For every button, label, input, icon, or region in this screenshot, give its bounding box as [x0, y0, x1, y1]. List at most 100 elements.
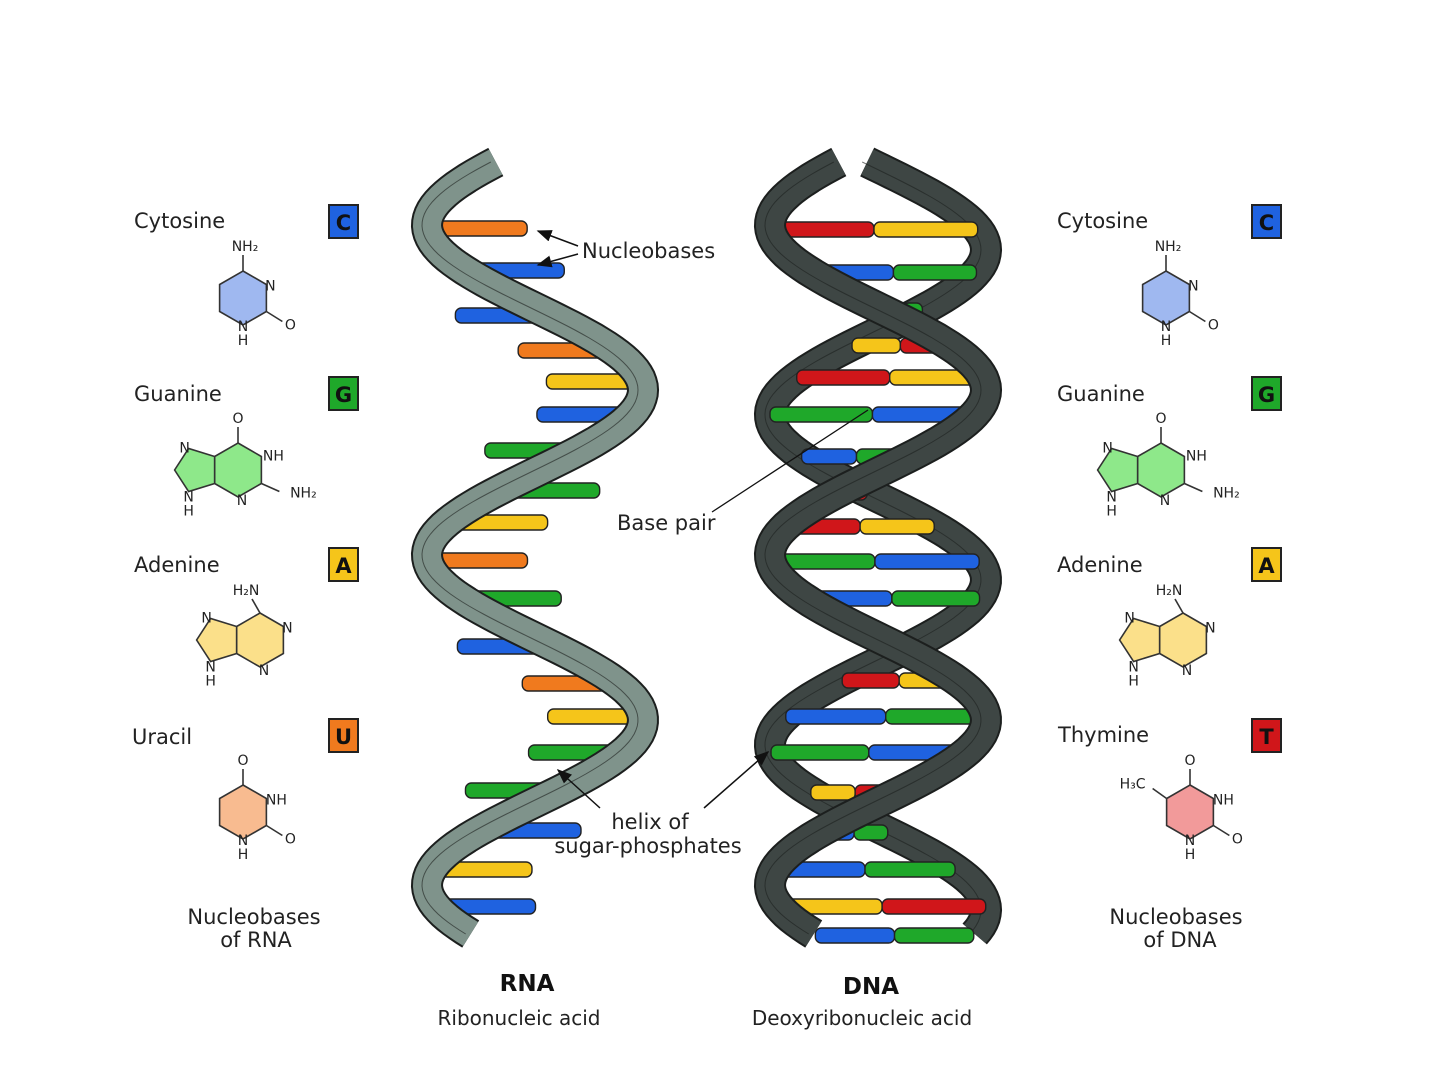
dna-thymine-n1: N: [1185, 833, 1195, 849]
dna-adenine-n7: N: [1124, 611, 1134, 627]
bond: [1184, 482, 1203, 493]
bond: [261, 482, 280, 493]
dna-adenine-box: [1251, 547, 1282, 582]
base-pair-annotation: Base pair: [617, 511, 716, 535]
dna-base-name-adenine: Adenine: [1057, 553, 1143, 577]
dna-base-C: [814, 927, 896, 944]
rna-base-name-adenine: Adenine: [134, 553, 220, 577]
helix-annotation-line1: helix of: [611, 810, 689, 834]
rna-uracil-o2: O: [285, 832, 296, 848]
dna-adenine-n9: N: [1128, 660, 1138, 676]
rna-uracil-nh: NH: [266, 793, 287, 809]
dna-base-A: [851, 337, 902, 354]
rna-guanine-box: [328, 376, 359, 411]
helix-annotation-line2: sugar-phosphates: [554, 834, 741, 858]
dna-guanine-n9: N: [1106, 490, 1116, 506]
dna-adenine-n3: N: [1182, 663, 1192, 679]
dna-thymine-box: [1251, 718, 1282, 753]
dna-caption-line2: of DNA: [1143, 928, 1217, 952]
dna-base-A: [859, 518, 935, 535]
dna-guanine-ring6: [1136, 442, 1186, 498]
dna-guanine-ring5: [1096, 447, 1139, 493]
rna-caption-line1: Nucleobases: [187, 905, 320, 929]
rna-cytosine-o2: O: [285, 318, 296, 334]
dna-cytosine-o2: O: [1208, 318, 1219, 334]
dna-nucleobase-panel: Cytosine Guanine Adenine Thymine Nucleob…: [1057, 209, 1243, 952]
bond: [265, 310, 283, 323]
rna-guanine-n3: N: [237, 493, 247, 509]
rna-guanine-nh2: NH₂: [290, 486, 317, 502]
rna-adenine-n7: N: [201, 611, 211, 627]
dna-guanine-box: [1251, 376, 1282, 411]
dna-guanine-nh: NH: [1186, 449, 1207, 465]
rna-adenine-h9: H: [205, 674, 216, 690]
rna-cytosine-box: [328, 204, 359, 239]
dna-thymine-h1: H: [1185, 847, 1196, 863]
rna-guanine-ring6: [213, 442, 263, 498]
dna-base-T: [796, 369, 891, 386]
rna-guanine-letter: G: [335, 383, 352, 407]
rna-guanine-ring5: [173, 447, 216, 493]
rna-guanine-nh: NH: [263, 449, 284, 465]
rna-subtitle: Ribonucleic acid: [437, 1006, 600, 1030]
dna-base-G: [893, 927, 975, 944]
rna-adenine-ring5: [195, 617, 238, 663]
rna-cytosine-n: N: [265, 279, 275, 295]
dna-guanine-n3: N: [1160, 493, 1170, 509]
rna-uracil-o4: O: [237, 753, 248, 769]
dna-guanine-nh2: NH₂: [1213, 486, 1240, 502]
rna-cytosine-ring: [218, 270, 268, 326]
dna-adenine-n1: N: [1205, 621, 1215, 637]
dna-base-G: [864, 861, 956, 878]
dna-subtitle: Deoxyribonucleic acid: [752, 1006, 972, 1030]
dna-adenine-ring6: [1158, 612, 1208, 668]
rna-guanine-h9: H: [183, 504, 194, 520]
dna-thymine-nh: NH: [1213, 793, 1234, 809]
dna-cytosine-box: [1251, 204, 1282, 239]
dna-backbone-back: [755, 149, 1001, 944]
rna-guanine-o6: O: [232, 411, 243, 427]
dna-title: DNA: [843, 974, 899, 1000]
dna-adenine-ring5: [1118, 617, 1161, 663]
dna-adenine-h2n: H₂N: [1156, 583, 1183, 599]
rna-backbone: [412, 149, 658, 946]
dna-base-C: [800, 448, 858, 465]
rna-cytosine-h1: H: [238, 333, 249, 349]
rna-adenine-letter: A: [335, 554, 352, 578]
rna-adenine-ring6: [235, 612, 285, 668]
dna-base-G: [892, 264, 978, 281]
rna-nucleobase-panel: Cytosine Guanine Adenine Uracil Nucleoba…: [132, 209, 321, 952]
dna-helix: [753, 147, 1003, 948]
dna-caption-line1: Nucleobases: [1109, 905, 1242, 929]
rna-backbone-edge: [421, 161, 639, 935]
dna-guanine-h9: H: [1106, 504, 1117, 520]
rna-adenine-n3: N: [259, 663, 269, 679]
rna-uracil-n1: N: [238, 833, 248, 849]
rna-base-name-uracil: Uracil: [132, 725, 192, 749]
rna-title: RNA: [500, 971, 555, 997]
dna-adenine-letter: A: [1258, 554, 1275, 578]
dna-base-name-thymine: Thymine: [1057, 723, 1149, 747]
dna-base-name-guanine: Guanine: [1057, 382, 1145, 406]
bond: [1188, 310, 1206, 323]
rna-base-name-guanine: Guanine: [134, 382, 222, 406]
dna-base-name-cytosine: Cytosine: [1057, 209, 1148, 233]
dna-base-C: [785, 708, 887, 725]
dna-thymine-o4: O: [1184, 753, 1195, 769]
rna-uracil-letter: U: [335, 725, 352, 749]
rna-cytosine-nh2: NH₂: [232, 239, 259, 255]
dna-cytosine-n: N: [1188, 279, 1198, 295]
rna-adenine-n1: N: [282, 621, 292, 637]
dna-base-T: [881, 898, 987, 915]
rna-helix: [410, 147, 660, 948]
rna-adenine-n9: N: [205, 660, 215, 676]
bond: [1174, 598, 1184, 614]
dna-thymine-ring: [1165, 784, 1215, 840]
dna-base-A: [873, 221, 979, 238]
rna-base-name-cytosine: Cytosine: [134, 209, 225, 233]
dna-cytosine-h1: H: [1161, 333, 1172, 349]
molecule-structures: NH₂NONHNNHNONHNH₂NNHNH₂NNNH₂NONHNNHNONHN…: [173, 239, 1243, 863]
rna-cytosine-n1: N: [238, 319, 248, 335]
bond: [1212, 824, 1230, 837]
